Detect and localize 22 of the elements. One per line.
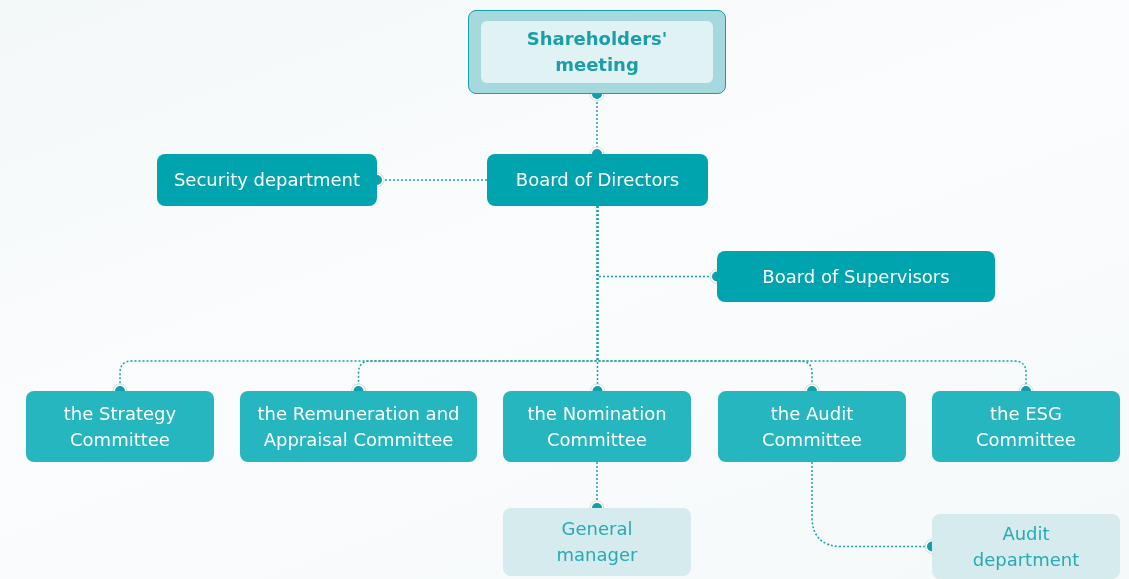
box-label: the Remuneration and Appraisal Committee — [256, 401, 461, 452]
org-box — [487, 154, 708, 206]
box-label: Security department — [173, 168, 361, 192]
box-label: the Nomination Committee — [526, 401, 668, 452]
org-box — [718, 391, 906, 462]
org-box — [157, 154, 377, 206]
org-box — [26, 391, 214, 462]
org-box — [932, 391, 1120, 462]
org-box — [717, 251, 995, 302]
org-box — [240, 391, 477, 462]
org-box — [503, 508, 691, 576]
box-label: Shareholders' meeting — [525, 27, 669, 77]
org-box — [503, 391, 691, 462]
box-label: Board of Directors — [515, 168, 680, 192]
org-box — [468, 10, 726, 94]
box-label: the ESG Committee — [975, 401, 1077, 452]
box-label: the Audit Committee — [761, 401, 863, 452]
box-label: Board of Supervisors — [762, 264, 950, 289]
box-label: the Strategy Committee — [62, 401, 178, 452]
org-box — [932, 514, 1120, 579]
box-label: General manager — [555, 517, 639, 567]
box-label: Audit department — [971, 521, 1081, 572]
